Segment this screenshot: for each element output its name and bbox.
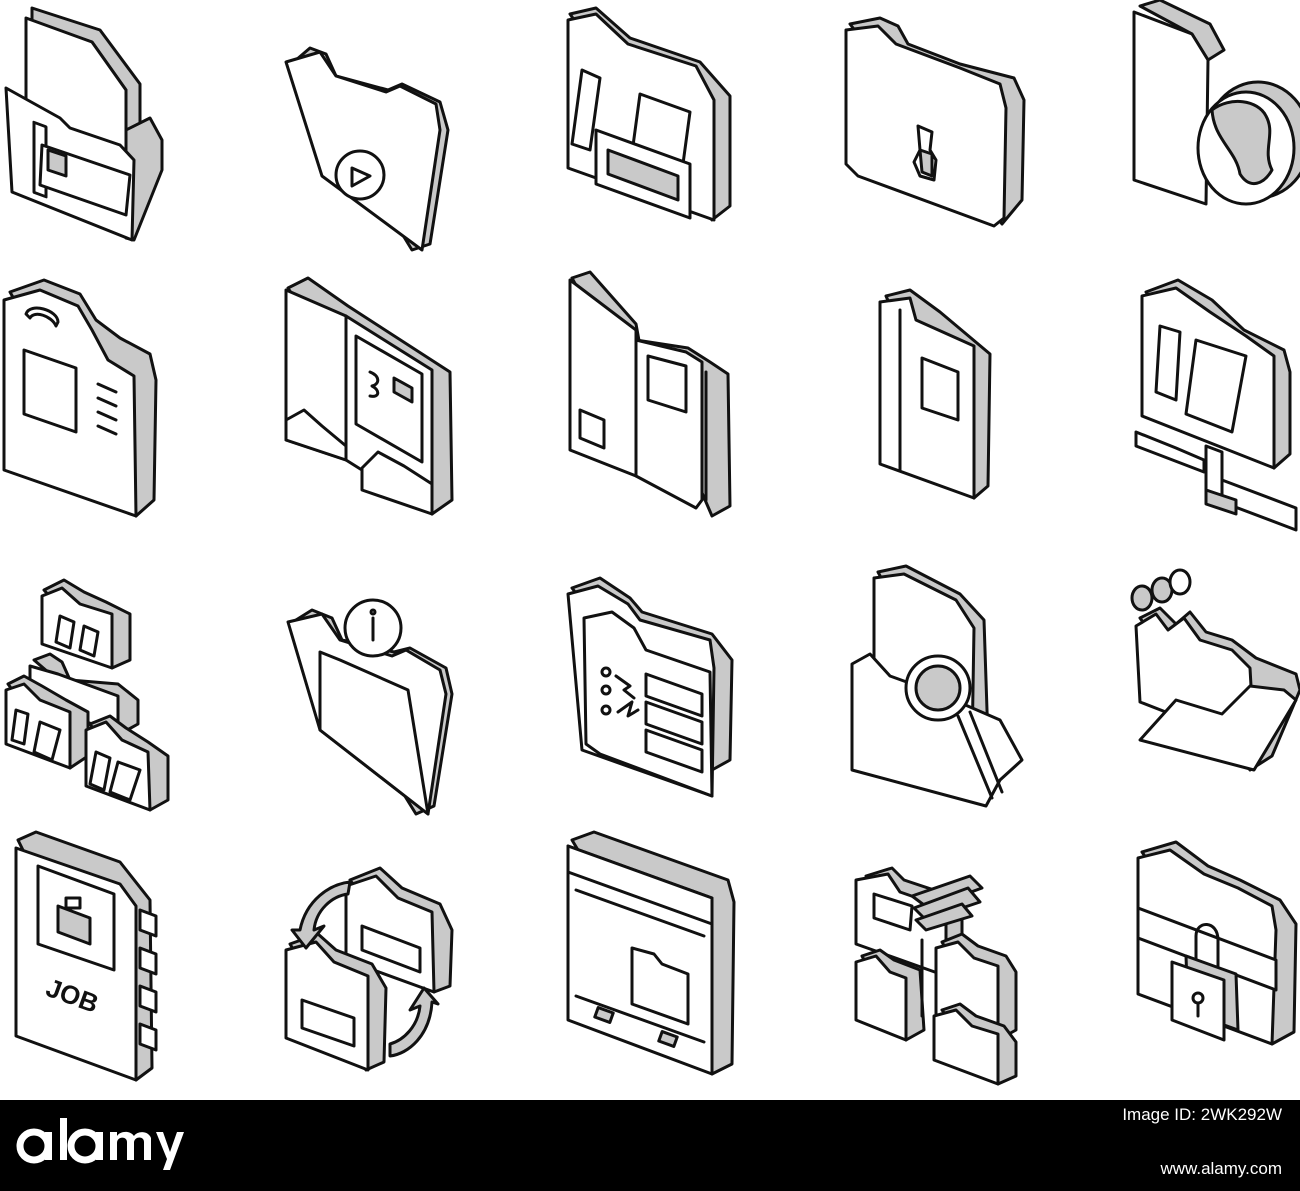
window-folder-icon xyxy=(566,830,736,1076)
job-folder-icon: JOB xyxy=(14,830,158,1082)
binder-folder-icon xyxy=(568,270,732,518)
website-url: www.alamy.com xyxy=(1160,1159,1282,1178)
paper-clip-document-icon xyxy=(2,278,158,518)
folder-sync-icon xyxy=(566,576,734,798)
folder-tree-icon xyxy=(854,866,1018,1086)
folder-play-icon xyxy=(284,46,450,252)
archive-box-folder-icon xyxy=(566,6,732,222)
folder-hierarchy-icon xyxy=(4,578,170,812)
locked-folder-icon xyxy=(1136,840,1298,1046)
document-globe-icon xyxy=(1132,0,1300,206)
image-id: Image ID: 2WK292W xyxy=(1122,1105,1282,1124)
folder-portfolio-clip-icon xyxy=(844,16,1026,228)
watermark-bar: Image ID: 2WK292W www.alamy.com xyxy=(0,1100,1300,1191)
brand-logo xyxy=(16,1118,184,1170)
network-folder-icon xyxy=(1134,278,1298,532)
damaged-folder-icon xyxy=(1130,568,1300,772)
folder-with-document-icon xyxy=(4,6,164,242)
folder-information-icon xyxy=(286,598,454,816)
folder-exchange-icon xyxy=(284,866,454,1072)
document-folder-icon xyxy=(878,288,992,500)
icon-sheet: JOB xyxy=(2,0,1300,1086)
open-folder-documents-icon xyxy=(284,276,454,516)
search-folder-icon xyxy=(850,564,1024,808)
